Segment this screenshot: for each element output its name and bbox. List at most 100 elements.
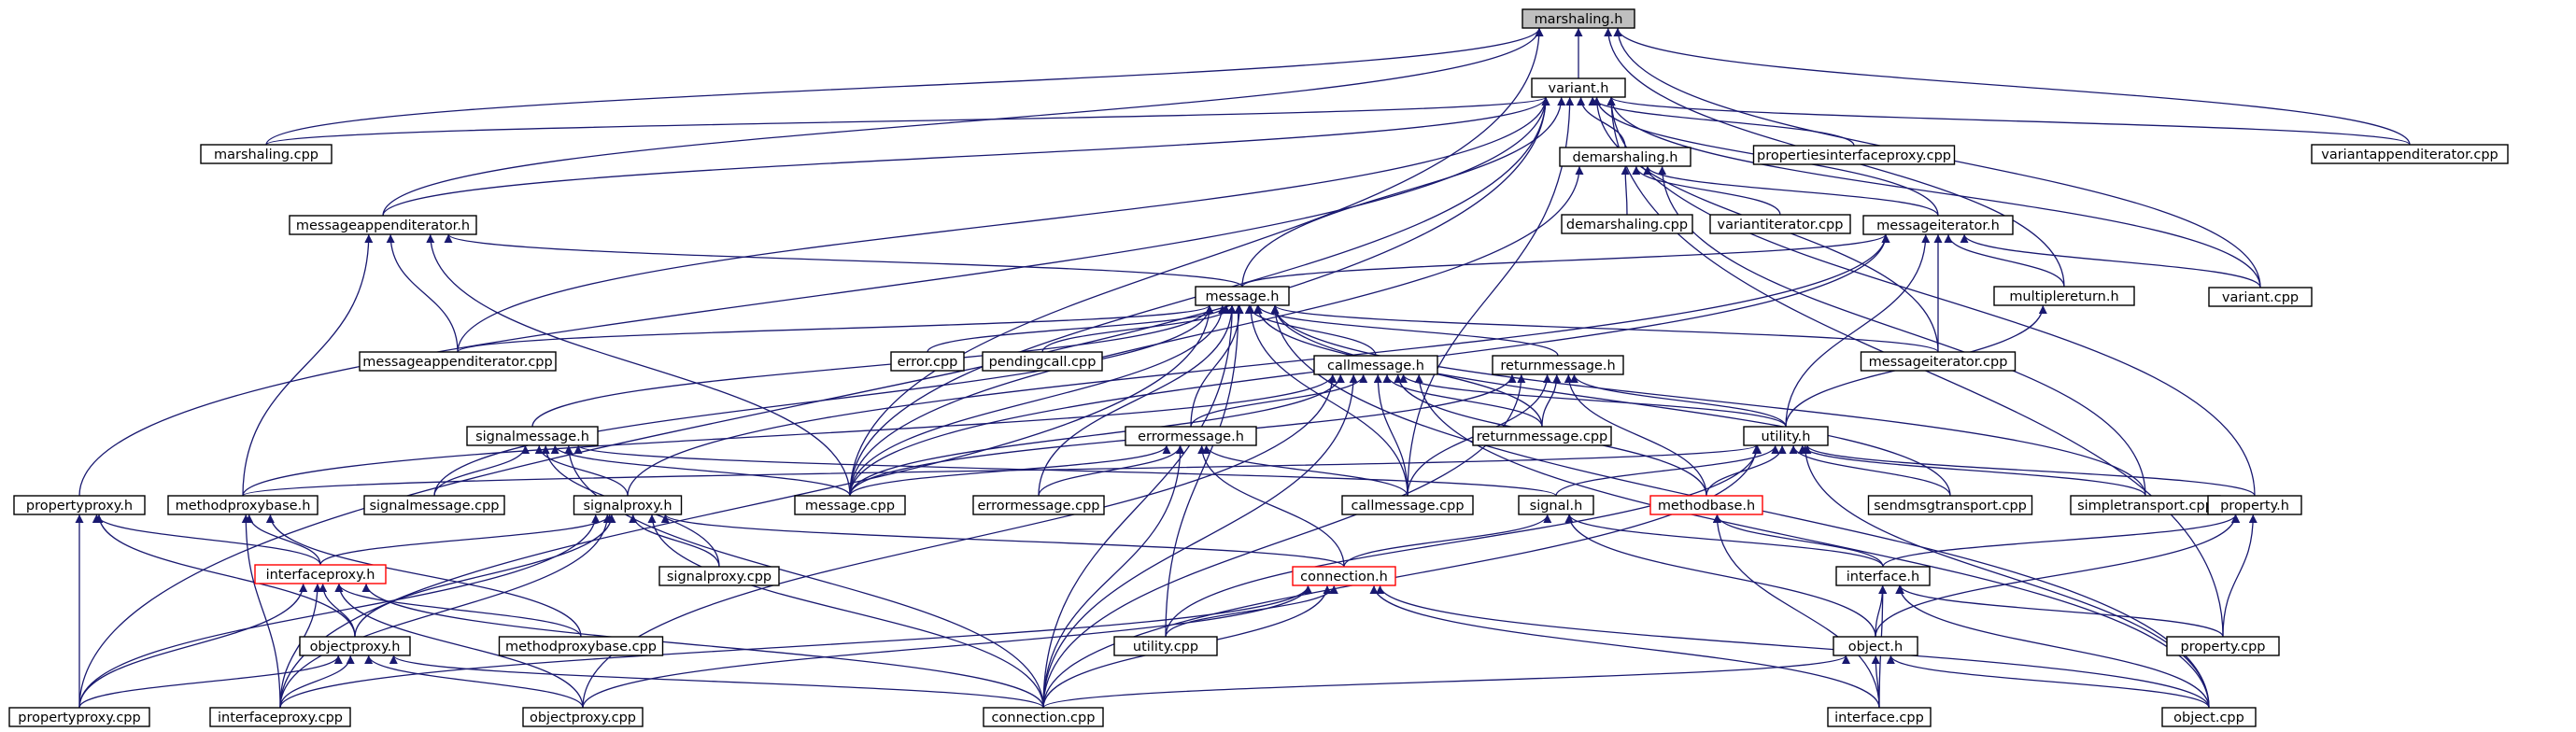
node-errormessage-h[interactable]: errormessage.h — [1125, 426, 1257, 446]
dependency-edge — [849, 27, 1544, 497]
node-label: property.h — [2220, 499, 2289, 514]
node-messageiterator-h[interactable]: messageiterator.h — [1862, 215, 2014, 235]
dependency-edge — [242, 233, 374, 497]
dependency-edge — [1564, 373, 1707, 497]
node-errormessage-cpp[interactable]: errormessage.cpp — [972, 495, 1105, 515]
node-returnmessage-h[interactable]: returnmessage.h — [1492, 355, 1624, 375]
node-label: propertyproxy.h — [26, 499, 133, 514]
node-signalmessage-cpp[interactable]: signalmessage.cpp — [363, 495, 505, 515]
dependency-edge — [78, 96, 1550, 497]
node-label: signalproxy.h — [583, 499, 672, 514]
node-methodproxybase-cpp[interactable]: methodproxybase.cpp — [498, 636, 664, 656]
node-propertiesinterfaceproxy-cpp[interactable]: propertiesinterfaceproxy.cpp — [1752, 145, 1956, 165]
node-messageiterator-cpp[interactable]: messageiterator.cpp — [1860, 351, 2017, 372]
node-property-h[interactable]: property.h — [2207, 495, 2302, 515]
dependency-edge — [1712, 514, 1880, 709]
dependency-edge — [334, 583, 584, 709]
node-label: messageappenditerator.cpp — [362, 355, 552, 370]
dependency-edge — [1382, 373, 1543, 428]
node-utility-cpp[interactable]: utility.cpp — [1113, 636, 1218, 656]
node-multiplereturn-h[interactable]: multiplereturn.h — [1993, 286, 2135, 306]
node-box — [1867, 495, 2033, 515]
node-signal-h[interactable]: signal.h — [1518, 495, 1594, 515]
dependency-edge — [433, 444, 531, 497]
dependency-edge — [386, 233, 459, 353]
node-box — [167, 495, 318, 515]
node-box — [522, 707, 644, 727]
node-propertyproxy-cpp[interactable]: propertyproxy.cpp — [8, 707, 150, 727]
node-label: callmessage.cpp — [1351, 499, 1464, 514]
node-returnmessage-cpp[interactable]: returnmessage.cpp — [1472, 426, 1612, 446]
node-message-h[interactable]: message.h — [1195, 286, 1290, 306]
node-label: utility.h — [1762, 429, 1811, 444]
node-label: methodproxybase.h — [176, 499, 311, 514]
node-callmessage-cpp[interactable]: callmessage.cpp — [1341, 495, 1474, 515]
dependency-edge — [94, 514, 356, 638]
node-box — [573, 495, 683, 515]
dependency-edge — [573, 444, 1557, 497]
dependency-edge — [1399, 373, 1787, 428]
dependency-edge — [265, 96, 1550, 146]
node-connection-h[interactable]: connection.h — [1292, 566, 1396, 586]
node-label: marshaling.h — [1535, 12, 1623, 27]
node-demarshaling-h[interactable]: demarshaling.h — [1559, 147, 1691, 167]
dependency-edge — [1588, 96, 1855, 147]
dependency-edge — [1944, 233, 2065, 288]
dependency-edge — [354, 514, 616, 638]
node-propertyproxy-h[interactable]: propertyproxy.h — [13, 495, 146, 515]
node-objectproxy-cpp[interactable]: objectproxy.cpp — [522, 707, 644, 727]
dependency-edge — [1564, 514, 1884, 568]
node-variantiterator-cpp[interactable]: variantiterator.cpp — [1709, 214, 1851, 234]
node-label: marshaling.cpp — [214, 148, 318, 162]
node-interfaceproxy-cpp[interactable]: interfaceproxy.cpp — [209, 707, 351, 727]
node-messageappenditerator-cpp[interactable]: messageappenditerator.cpp — [359, 351, 557, 372]
node-variant-cpp[interactable]: variant.cpp — [2208, 287, 2313, 307]
dependency-edge — [334, 583, 582, 638]
node-box — [1531, 77, 1626, 98]
dependency-edge — [78, 514, 601, 709]
node-interface-h[interactable]: interface.h — [1835, 566, 1931, 586]
node-demarshaling-cpp[interactable]: demarshaling.cpp — [1561, 214, 1693, 234]
node-messageappenditerator-h[interactable]: messageappenditerator.h — [289, 215, 477, 235]
node-box — [200, 144, 333, 164]
dependency-edge — [279, 304, 1214, 709]
node-box — [1492, 355, 1624, 375]
node-marshaling-cpp[interactable]: marshaling.cpp — [200, 144, 333, 164]
node-simpletransport-cpp[interactable]: simpletransport.cpp — [2070, 495, 2221, 515]
node-signalproxy-h[interactable]: signalproxy.h — [573, 495, 683, 515]
node-objectproxy-h[interactable]: objectproxy.h — [299, 636, 411, 656]
node-pendingcall-cpp[interactable]: pendingcall.cpp — [982, 351, 1103, 372]
dependency-edge — [1713, 514, 1884, 568]
dependency-edge — [2222, 514, 2258, 638]
node-label: object.h — [1848, 640, 1903, 655]
node-signalproxy-cpp[interactable]: signalproxy.cpp — [658, 566, 780, 586]
dependency-edge — [1803, 444, 2256, 497]
node-utility-h[interactable]: utility.h — [1743, 426, 1829, 446]
node-object-cpp[interactable]: object.cpp — [2161, 707, 2257, 727]
dependency-edge — [1202, 444, 1408, 497]
node-message-cpp[interactable]: message.cpp — [794, 495, 906, 515]
node-sendmsgtransport-cpp[interactable]: sendmsgtransport.cpp — [1867, 495, 2033, 515]
node-methodbase-h[interactable]: methodbase.h — [1649, 495, 1763, 515]
node-interface-cpp[interactable]: interface.cpp — [1827, 707, 1932, 727]
node-connection-cpp[interactable]: connection.cpp — [983, 707, 1104, 727]
dependency-edge — [1042, 304, 1237, 709]
node-variant-h[interactable]: variant.h — [1531, 77, 1626, 98]
dependency-edge — [279, 583, 322, 709]
node-error-cpp[interactable]: error.cpp — [890, 351, 965, 372]
node-methodproxybase-h[interactable]: methodproxybase.h — [167, 495, 318, 515]
node-label: simpletransport.cpp — [2077, 499, 2214, 514]
node-callmessage-h[interactable]: callmessage.h — [1313, 355, 1438, 375]
node-box — [1743, 426, 1829, 446]
node-property-cpp[interactable]: property.cpp — [2166, 636, 2280, 656]
node-label: propertyproxy.cpp — [18, 711, 140, 725]
node-label: interface.h — [1847, 570, 1919, 584]
node-label: property.cpp — [2181, 640, 2266, 655]
node-variantappenditerator-cpp[interactable]: variantappenditerator.cpp — [2311, 144, 2509, 164]
dependency-edge — [279, 514, 612, 709]
dependency-edge — [1190, 373, 1368, 428]
node-signalmessage-h[interactable]: signalmessage.h — [466, 426, 599, 446]
node-object-h[interactable]: object.h — [1833, 636, 1918, 656]
node-interfaceproxy-h[interactable]: interfaceproxy.h — [254, 564, 387, 584]
node-label: messageiterator.cpp — [1869, 355, 2008, 370]
